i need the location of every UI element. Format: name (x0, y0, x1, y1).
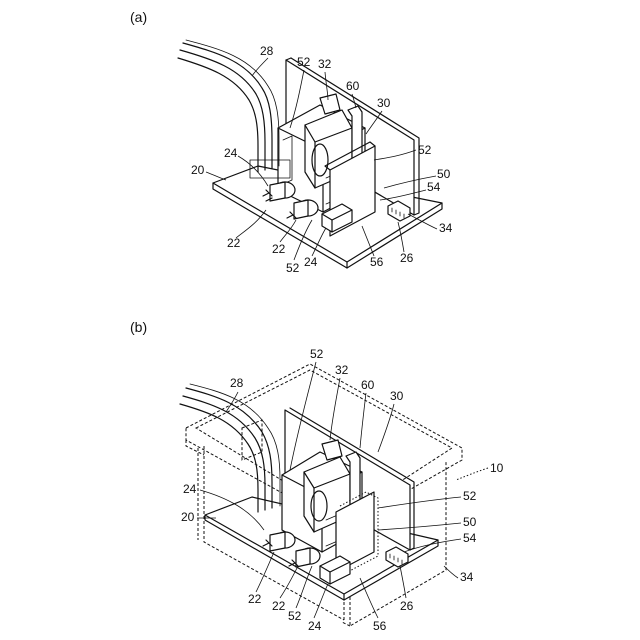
panel-a-ref: 60 (346, 79, 360, 93)
panel-b-ref: 50 (463, 515, 477, 529)
panel-b-ref: 60 (361, 378, 375, 392)
panel-a-ref: 32 (318, 57, 332, 71)
panel-b-ref: 20 (181, 510, 195, 524)
panel-b-ref: 24 (183, 482, 197, 496)
panel-a-ref: 22 (272, 242, 286, 256)
panel-b-ref: 52 (310, 347, 324, 361)
panel-b-ref: 28 (230, 376, 244, 390)
panel-a-ref: 22 (227, 236, 241, 250)
panel-a-ref: 28 (260, 44, 274, 58)
panel-a-ref: 24 (304, 255, 318, 269)
panel-b-ref: 22 (272, 599, 286, 613)
panel-b-ref: 32 (335, 363, 349, 377)
panel-b-ref: 52 (463, 489, 477, 503)
panel-b-ref: 22 (248, 592, 262, 606)
panel-b-ref: 56 (373, 619, 387, 633)
panel-b-ref: 52 (288, 609, 302, 623)
panel-a-ref: 20 (191, 163, 205, 177)
panel-b-ref: 10 (490, 461, 504, 475)
panel-a-ref: 24 (224, 146, 238, 160)
panel-a-ref: 34 (439, 221, 453, 235)
panel-b-ref: 30 (390, 389, 404, 403)
panel-a-ref: 56 (370, 255, 384, 269)
panel-a-label: (a) (130, 9, 147, 25)
panel-b: (b) (130, 319, 504, 633)
panel-a: (a) (130, 9, 453, 275)
panel-a-ref: 52 (297, 55, 311, 69)
panel-a-ref: 50 (437, 167, 451, 181)
panel-a-ref: 26 (400, 251, 414, 265)
panel-a-ref: 30 (377, 96, 391, 110)
panel-b-ref: 34 (460, 570, 474, 584)
panel-b-ref: 26 (400, 599, 414, 613)
panel-b-label: (b) (130, 319, 147, 335)
panel-a-ref: 52 (418, 143, 432, 157)
panel-b-ref: 24 (308, 619, 322, 633)
panel-a-ref: 54 (427, 180, 441, 194)
panel-b-ref: 54 (463, 531, 477, 545)
panel-a-ref: 52 (286, 261, 300, 275)
